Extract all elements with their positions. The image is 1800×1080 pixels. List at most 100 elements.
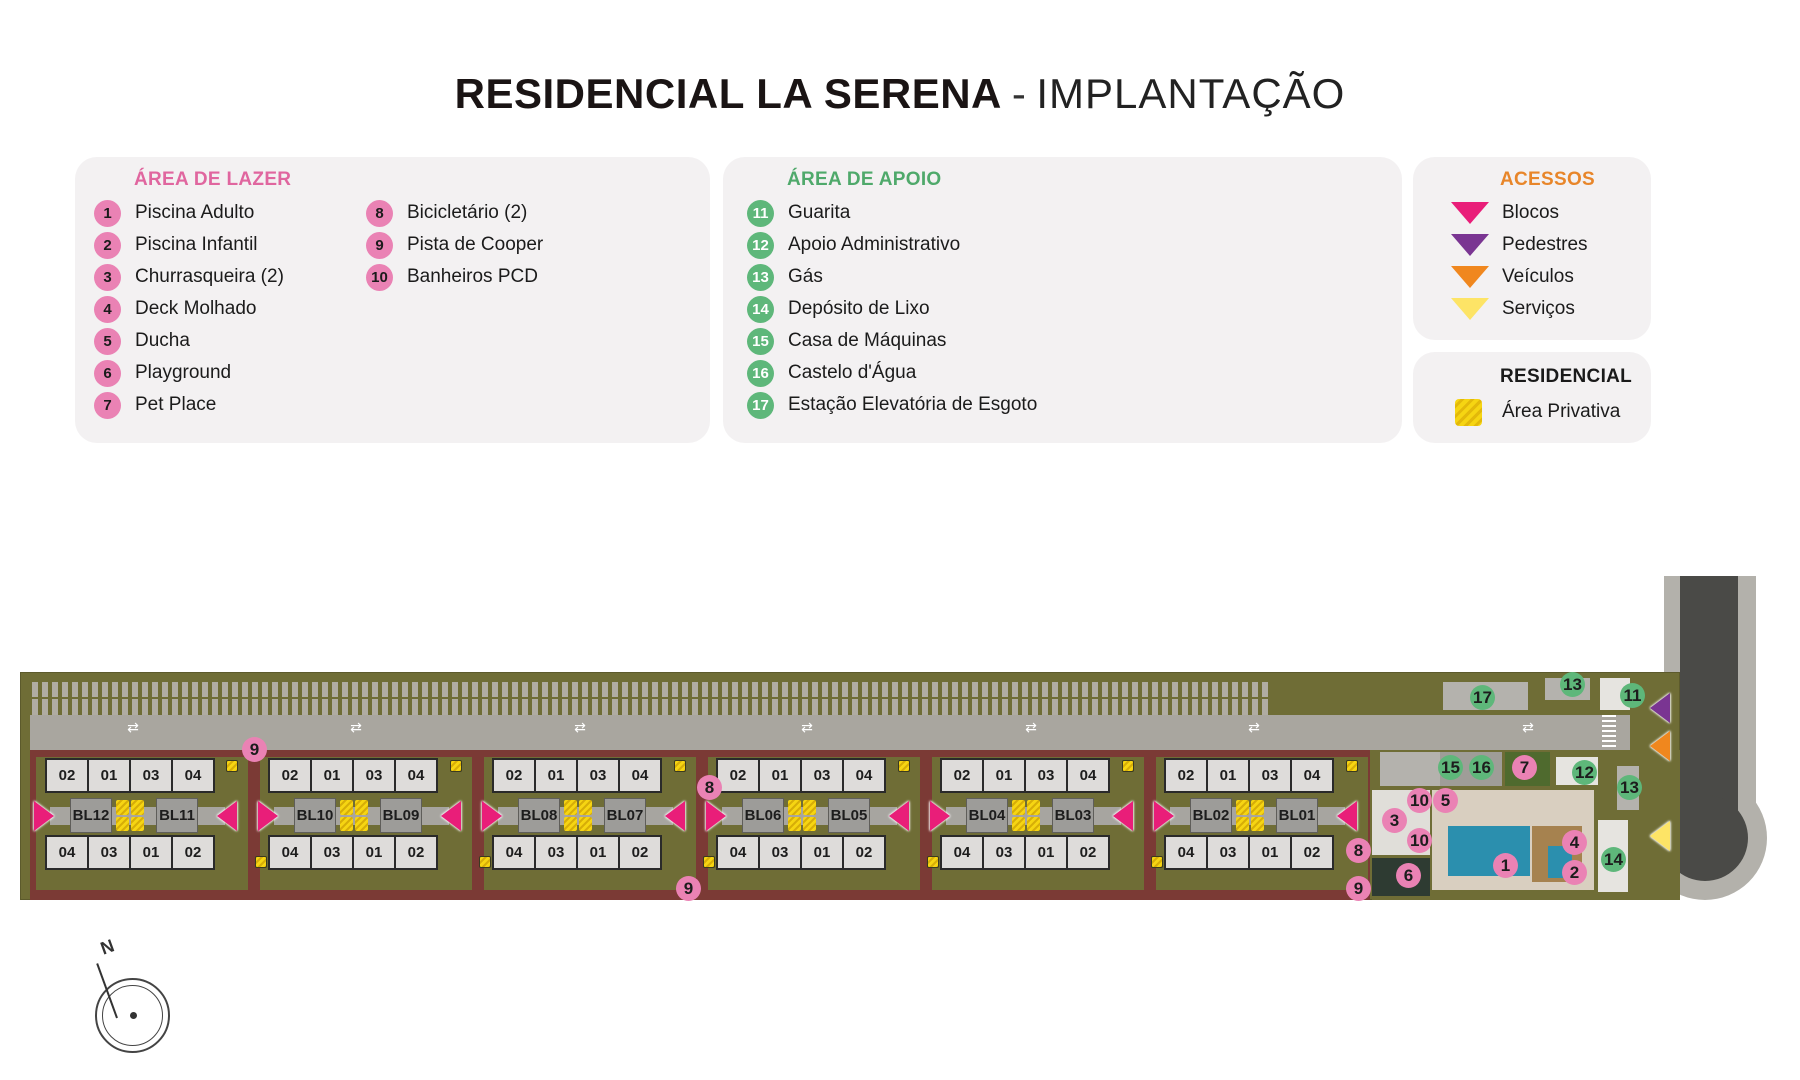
unit[interactable]: 03 bbox=[800, 758, 844, 793]
unit[interactable]: 01 bbox=[87, 758, 131, 793]
unit[interactable]: 04 bbox=[1164, 835, 1208, 870]
number-badge-icon: 7 bbox=[94, 391, 121, 419]
unit[interactable]: 03 bbox=[1206, 835, 1250, 870]
unit[interactable]: 04 bbox=[268, 835, 312, 870]
marker-guarita[interactable]: 11 bbox=[1620, 683, 1645, 708]
unit[interactable]: 01 bbox=[758, 758, 802, 793]
marker-gas[interactable]: 13 bbox=[1560, 672, 1585, 697]
crosswalk bbox=[1602, 715, 1616, 750]
unit[interactable]: 01 bbox=[534, 758, 578, 793]
unit[interactable]: 01 bbox=[1248, 835, 1292, 870]
marker-apoio-administrativo[interactable]: 12 bbox=[1572, 760, 1597, 785]
unit[interactable]: 02 bbox=[1164, 758, 1208, 793]
unit[interactable]: 02 bbox=[45, 758, 89, 793]
block-label[interactable]: BL06 bbox=[742, 798, 784, 833]
block-label[interactable]: BL10 bbox=[294, 798, 336, 833]
unit[interactable]: 01 bbox=[129, 835, 173, 870]
marker-banheiros-pcd[interactable]: 10 bbox=[1407, 828, 1432, 853]
unit[interactable]: 01 bbox=[1024, 835, 1068, 870]
marker-banheiros-pcd[interactable]: 10 bbox=[1407, 788, 1432, 813]
unit[interactable]: 04 bbox=[842, 758, 886, 793]
unit[interactable]: 01 bbox=[1206, 758, 1250, 793]
unit[interactable]: 04 bbox=[716, 835, 760, 870]
marker-ducha[interactable]: 5 bbox=[1433, 788, 1458, 813]
block-label[interactable]: BL12 bbox=[70, 798, 112, 833]
private-area-icon bbox=[674, 760, 686, 772]
block-label[interactable]: BL08 bbox=[518, 798, 560, 833]
unit[interactable]: 03 bbox=[758, 835, 802, 870]
block-label[interactable]: BL05 bbox=[828, 798, 870, 833]
unit[interactable]: 02 bbox=[492, 758, 536, 793]
unit[interactable]: 03 bbox=[576, 758, 620, 793]
unit[interactable]: 04 bbox=[1290, 758, 1334, 793]
marker-piscina-adulto[interactable]: 1 bbox=[1493, 853, 1518, 878]
block-label[interactable]: BL07 bbox=[604, 798, 646, 833]
block-core-private bbox=[1234, 798, 1266, 833]
block-label[interactable]: BL03 bbox=[1052, 798, 1094, 833]
marker-piscina-infantil[interactable]: 2 bbox=[1562, 860, 1587, 885]
unit[interactable]: 02 bbox=[171, 835, 215, 870]
unit[interactable]: 04 bbox=[492, 835, 536, 870]
marker-casa-maquinas[interactable]: 15 bbox=[1438, 755, 1463, 780]
marker-playground[interactable]: 6 bbox=[1396, 863, 1421, 888]
number-badge-icon: 3 bbox=[94, 263, 121, 291]
block-label[interactable]: BL04 bbox=[966, 798, 1008, 833]
marker-deposito-lixo[interactable]: 14 bbox=[1601, 847, 1626, 872]
unit[interactable]: 02 bbox=[842, 835, 886, 870]
unit[interactable]: 03 bbox=[129, 758, 173, 793]
unit[interactable]: 03 bbox=[534, 835, 578, 870]
marker-churrasqueira[interactable]: 3 bbox=[1382, 808, 1407, 833]
unit[interactable]: 02 bbox=[1066, 835, 1110, 870]
unit[interactable]: 02 bbox=[1290, 835, 1334, 870]
unit[interactable]: 04 bbox=[618, 758, 662, 793]
marker-gas[interactable]: 13 bbox=[1617, 775, 1642, 800]
marker-castelo-agua[interactable]: 16 bbox=[1469, 755, 1494, 780]
unit[interactable]: 04 bbox=[171, 758, 215, 793]
marker-pista-cooper[interactable]: 9 bbox=[1346, 876, 1371, 901]
vehicle-access-arrow-icon bbox=[1650, 731, 1670, 761]
unit[interactable]: 01 bbox=[310, 758, 354, 793]
unit[interactable]: 02 bbox=[618, 835, 662, 870]
unit[interactable]: 01 bbox=[352, 835, 396, 870]
block-label[interactable]: BL09 bbox=[380, 798, 422, 833]
unit[interactable]: 02 bbox=[940, 758, 984, 793]
internal-road bbox=[30, 715, 1630, 750]
marker-deck-molhado[interactable]: 4 bbox=[1562, 830, 1587, 855]
block-label[interactable]: BL01 bbox=[1276, 798, 1318, 833]
unit[interactable]: 04 bbox=[45, 835, 89, 870]
unit[interactable]: 04 bbox=[940, 835, 984, 870]
unit[interactable]: 03 bbox=[87, 835, 131, 870]
unit[interactable]: 01 bbox=[982, 758, 1026, 793]
unit[interactable]: 03 bbox=[1248, 758, 1292, 793]
unit[interactable]: 04 bbox=[1066, 758, 1110, 793]
block-label[interactable]: BL11 bbox=[156, 798, 198, 833]
unit[interactable]: 02 bbox=[716, 758, 760, 793]
unit[interactable]: 03 bbox=[1024, 758, 1068, 793]
block-access-arrow-icon bbox=[258, 801, 278, 831]
unit[interactable]: 01 bbox=[800, 835, 844, 870]
marker-bicicletario[interactable]: 8 bbox=[697, 775, 722, 800]
unit[interactable]: 03 bbox=[310, 835, 354, 870]
unit[interactable]: 01 bbox=[576, 835, 620, 870]
unit[interactable]: 03 bbox=[352, 758, 396, 793]
unit[interactable]: 02 bbox=[268, 758, 312, 793]
block-label[interactable]: BL02 bbox=[1190, 798, 1232, 833]
marker-estacao-esgoto[interactable]: 17 bbox=[1470, 685, 1495, 710]
marker-pista-cooper[interactable]: 9 bbox=[676, 876, 701, 901]
marker-bicicletario[interactable]: 8 bbox=[1346, 838, 1371, 863]
unit[interactable]: 02 bbox=[394, 835, 438, 870]
private-area-icon bbox=[226, 760, 238, 772]
block-access-arrow-icon bbox=[482, 801, 502, 831]
hatched-square-icon bbox=[1455, 398, 1482, 426]
unit[interactable]: 03 bbox=[982, 835, 1026, 870]
number-badge-icon: 2 bbox=[94, 231, 121, 259]
marker-pet-place[interactable]: 7 bbox=[1512, 755, 1537, 780]
unit[interactable]: 04 bbox=[394, 758, 438, 793]
marker-pista-cooper[interactable]: 9 bbox=[242, 737, 267, 762]
